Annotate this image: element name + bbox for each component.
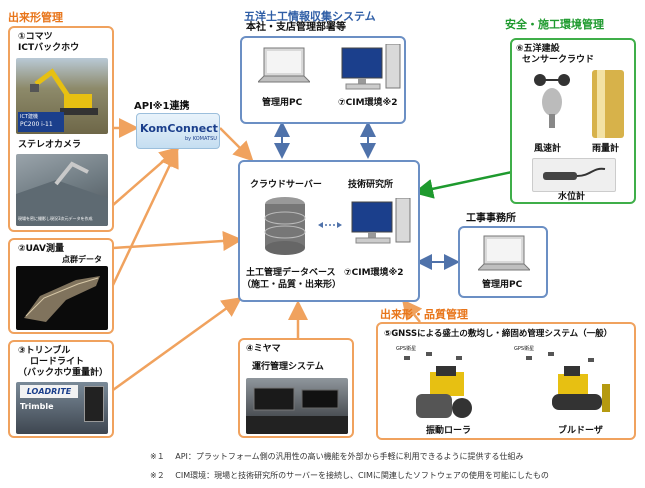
note-1-mark: ※１ <box>150 452 165 461</box>
komconnect-text: KomConnect <box>140 122 218 135</box>
miyama-title: ④ミヤマ <box>246 344 281 354</box>
double-arrow-icon <box>318 222 342 228</box>
note-1: ※１ API：プラットフォーム側の汎用性の高い機能を外部から手軽に利用できるよう… <box>150 451 524 462</box>
dozer-label: ブルドーザ <box>558 426 603 436</box>
hq-cim-label: ⑦CIM環境※2 <box>338 98 398 108</box>
section-safety: 安全・施工環境管理 <box>505 18 604 31</box>
water-sensor-photo <box>532 158 616 192</box>
komatsu-title: ①コマツ <box>18 32 53 42</box>
arrow-safety-cloud <box>413 170 513 199</box>
point-cloud-icon <box>24 276 100 322</box>
dashboard-icon <box>246 387 348 434</box>
gps-label-2: GPS衛星 <box>514 346 535 352</box>
note-2-text: CIM環境：現場と技術研究所のサーバーを接続し、CIMに関連したソフトウェアの使… <box>175 471 549 480</box>
miyama-subtitle: 運行管理システム <box>252 362 324 372</box>
scan-icon <box>16 161 108 226</box>
rain-gauge-icon <box>592 70 624 138</box>
gps-label-1: GPS衛星 <box>396 346 417 352</box>
stereo-caption: 現場を密に撮影し現況3次元データを作成 <box>18 216 93 221</box>
laptop-icon <box>258 47 310 83</box>
note-2: ※２ CIM環境：現場と技術研究所のサーバーを接続し、CIMに関連したソフトウェ… <box>150 470 549 481</box>
section-system: 五洋土工情報収集システム <box>244 10 376 23</box>
dozer-icon <box>526 352 610 412</box>
note-1-text: API：プラットフォーム側の汎用性の高い機能を外部から手軽に利用できるように提供… <box>175 452 524 461</box>
roller-icon <box>404 352 472 418</box>
excavator-photo: ICT建機 PC200 i-11 <box>16 58 108 134</box>
rain-label: 雨量計 <box>592 144 620 154</box>
stereo-camera-label: ステレオカメラ <box>18 140 82 150</box>
office-box: 管理用PC <box>458 226 548 298</box>
section-dekigata: 出来形管理 <box>8 11 63 24</box>
uav-box: ②UAV測量 点群データ <box>8 238 114 334</box>
cloud-box: クラウドサーバー 技術研究所 土工管理データベース （施工・品質・出来形） ⑦C… <box>238 160 420 302</box>
miyama-box: ④ミヤマ 運行管理システム <box>238 338 354 438</box>
office-laptop-icon <box>478 235 530 271</box>
hq-box: 管理用PC ⑦CIM環境※2 <box>240 36 406 124</box>
trimble-logo: Trimble <box>20 402 54 411</box>
screen-line2: PC200 i-11 <box>20 121 53 128</box>
cloud-cim-label: ⑦CIM環境※2 <box>344 268 404 278</box>
komconnect-sub: by KOMATSU <box>185 136 217 142</box>
lab-label: 技術研究所 <box>348 180 394 190</box>
lab-desktop-icon <box>351 198 411 244</box>
water-level-icon <box>543 167 606 180</box>
trimble-photo: LOADRITE Trimble <box>16 382 108 434</box>
komatsu-subtitle: ICTバックホウ <box>18 43 80 53</box>
excavator-icon <box>30 68 98 115</box>
stereo-photo: 現場を密に撮影し現況3次元データを作成 <box>16 154 108 226</box>
office-title: 工事事務所 <box>466 213 516 224</box>
section-quality: 出来形・品質管理 <box>380 308 468 321</box>
trimble-paren: （バックホウ重量計） <box>18 368 109 378</box>
hq-title: 本社・支店管理部署等 <box>246 22 346 33</box>
truck-dashboard-photo <box>246 378 348 434</box>
arrow-stereo-api <box>112 146 180 206</box>
point-cloud-image <box>16 266 108 330</box>
wind-label: 風速計 <box>534 144 562 154</box>
hq-pc-label: 管理用PC <box>262 98 303 108</box>
db-sub-label: （施工・品質・出来形） <box>242 280 342 290</box>
screen-line1: ICT建機 <box>20 114 39 120</box>
anemometer-icon <box>534 74 570 128</box>
safety-box: ⑥五洋建設 センサークラウド 風速計 雨量計 水位計 <box>510 38 636 204</box>
loadrite-logo: LOADRITE <box>20 385 78 398</box>
arrow-gnss-cloud <box>401 299 423 323</box>
trimble-box: ③トリンブル ロードライト （バックホウ重量計） LOADRITE Trimbl… <box>8 340 114 438</box>
safety-subtitle: センサークラウド <box>522 55 595 65</box>
water-label: 水位計 <box>558 192 586 202</box>
arrow-api-cloud <box>219 127 254 162</box>
arrow-trimble-cloud <box>112 297 243 392</box>
cloud-server-label: クラウドサーバー <box>250 180 322 190</box>
office-pc-label: 管理用PC <box>482 280 523 290</box>
uav-points-label: 点群データ <box>62 255 102 264</box>
note-2-mark: ※２ <box>150 471 165 480</box>
desktop-icon <box>341 44 401 90</box>
database-icon <box>264 197 306 255</box>
komatsu-box: ①コマツ ICTバックホウ ICT建機 PC200 i-11 ステレオカメラ 現… <box>8 26 114 232</box>
gnss-title: ⑤GNSSによる盛土の敷均し・締固め管理システム（一般） <box>384 329 613 339</box>
roller-label: 振動ローラ <box>426 426 472 436</box>
scale-device-icon <box>84 386 104 422</box>
arrow-uav-cloud <box>112 230 243 251</box>
gnss-box: ⑤GNSSによる盛土の敷均し・締固め管理システム（一般） GPS衛星 GPS衛星… <box>376 322 636 440</box>
safety-title: ⑥五洋建設 <box>516 44 560 54</box>
komconnect-logo: KomConnect by KOMATSU <box>136 113 220 149</box>
arrow-uav-api <box>111 147 179 286</box>
api-label: API※1連携 <box>134 101 190 112</box>
trimble-subtitle: ロードライト <box>30 357 85 367</box>
uav-title: ②UAV測量 <box>18 244 64 254</box>
trimble-title: ③トリンブル <box>18 346 71 356</box>
db-label: 土工管理データベース <box>246 268 336 278</box>
